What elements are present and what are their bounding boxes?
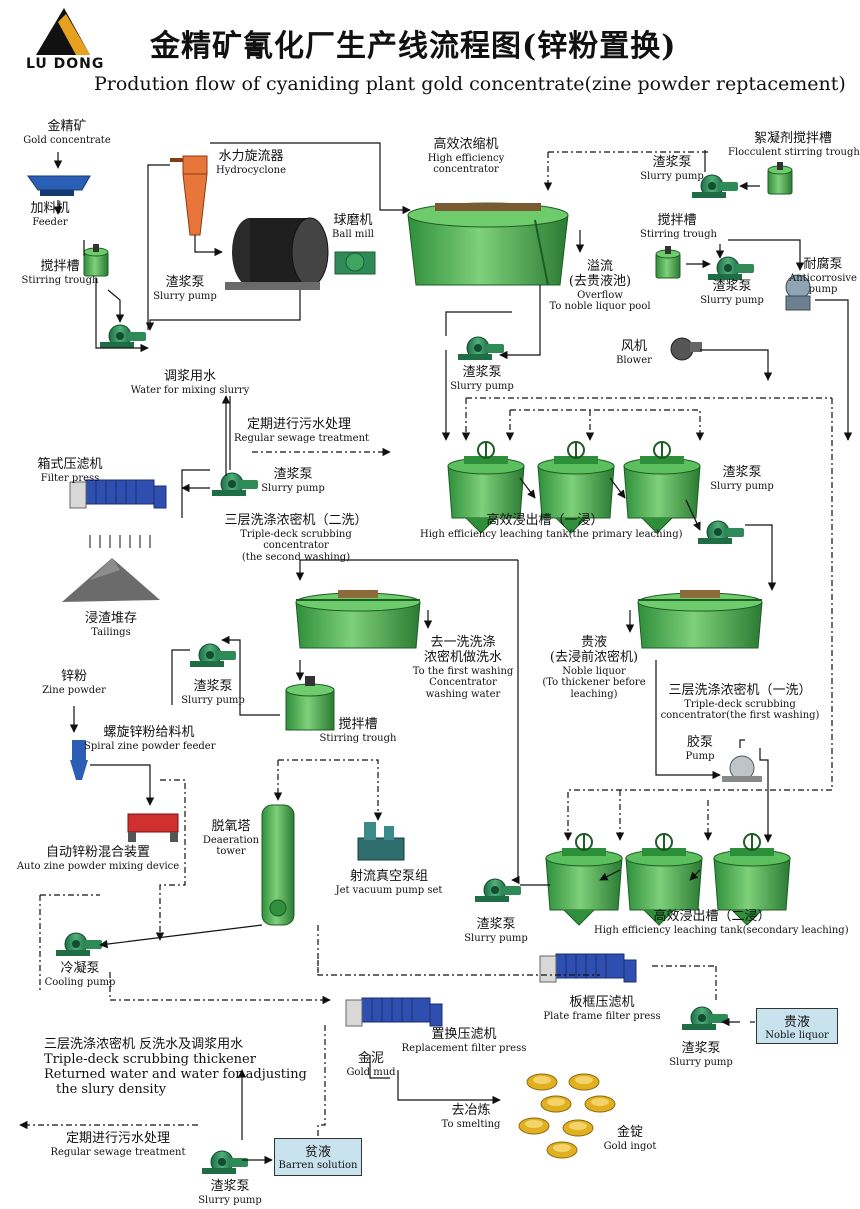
blower-icon [670, 337, 702, 361]
replacement-filter-press-icon [345, 997, 443, 1027]
blower-label: 风机 Blower [616, 339, 652, 366]
plate-filter-label: 板框压滤机 Plate frame filter press [543, 995, 661, 1022]
primary-leaching-label: 高效浸出槽（一浸） High efficiency leaching tank(… [420, 513, 683, 540]
slurry-pump-label-5: 渣浆泵 Slurry pump [710, 465, 774, 492]
slurry-pump-icon-7 [474, 878, 522, 903]
spiral-feeder-icon [70, 740, 88, 780]
second-washing-label: 三层洗涤浓密机（二洗） Triple-deck scrubbing concen… [224, 513, 368, 563]
page-title-en: Prodution flow of cyaniding plant gold c… [94, 73, 846, 95]
replacement-filter-label: 置换压滤机 Replacement filter press [401, 1027, 527, 1054]
jet-vacuum-icon [357, 822, 405, 861]
jet-vacuum-label: 射流真空泵组 Jet vacuum pump set [335, 869, 443, 896]
noble-liquor-box: 贵液 Noble liquor [756, 1008, 838, 1044]
hydrocyclone-icon [170, 155, 208, 236]
spiral-feeder-label: 螺旋锌粉给料机 Spiral zine powder feeder [84, 725, 216, 752]
slurry-pump-icon-9 [201, 1150, 249, 1175]
first-wash-water-label: 去一洗洗涤 浓密机做洗水 To the first washing Concen… [412, 635, 514, 700]
slurry-pump-icon-5 [697, 520, 745, 545]
slurry-pump-icon-8 [681, 1006, 729, 1031]
slurry-pump-label-7: 渣浆泵 Slurry pump [464, 917, 528, 944]
slurry-pump-icon-4 [211, 472, 259, 497]
deaeration-tower-icon [261, 804, 295, 926]
page-title-cn: 金精矿氰化厂生产线流程图(锌粉置换) [150, 29, 677, 64]
slurry-pump-label-2: 渣浆泵 Slurry pump [700, 279, 764, 306]
filter-press-label: 箱式压滤机 Filter press [37, 457, 103, 484]
stirring-trough-label-1: 搅拌槽 Stirring trough [21, 259, 99, 286]
stirring-trough-label-2: 搅拌槽 Stirring trough [640, 213, 717, 240]
slurry-pump-label-3: 渣浆泵 Slurry pump [450, 365, 514, 392]
hydrocyclone-label: 水力旋流器 Hydrocyclone [216, 149, 286, 176]
stirring-trough-icon-2 [655, 245, 681, 279]
tailings-heap-icon [62, 558, 160, 602]
slurry-pump-icon-6 [189, 643, 237, 668]
lu-dong-logo [36, 8, 90, 55]
slurry-pump-icon-2 [707, 256, 755, 281]
slurry-pump-icon-1 [99, 324, 147, 349]
slurry-pump-label-4: 渣浆泵 Slurry pump [261, 467, 325, 494]
glue-pump-icon [722, 755, 762, 782]
flocculent-label: 絮凝剂搅拌槽 Flocculent stirring trough [728, 131, 860, 158]
stirring-trough-icon-3 [285, 676, 335, 731]
cooling-pump-label: 冷凝泵 Cooling pump [44, 961, 116, 988]
logo-text: LU DONG [26, 56, 105, 72]
concentrator-label: 高效浓缩机 High efficiency concentrator [427, 137, 505, 176]
flow-lines-dashed [19, 151, 833, 1140]
thickener-return-label: 三层洗涤浓密机 反洗水及调浆用水 Triple-deck scrubbing t… [44, 1037, 307, 1097]
deaeration-label: 脱氧塔 Deaeration tower [202, 819, 260, 858]
cooling-pump-icon [55, 932, 103, 957]
concentrator-icon [407, 202, 569, 286]
anticorrosive-pump-icon [785, 274, 811, 311]
anticorrosive-label: 耐腐泵 Anticorrosive pump [789, 257, 857, 296]
zinc-powder-label: 锌粉 Zine powder [42, 669, 106, 696]
glue-pump-label: 胶泵 Pump [685, 735, 715, 762]
secondary-leaching-label: 高效浸出槽（二浸） High efficiency leaching tank(… [594, 909, 849, 936]
second-washing-thickener [295, 589, 421, 649]
first-washing-label: 三层洗涤浓密机（一洗） Triple-deck scrubbing concen… [660, 683, 820, 722]
sewage-label-1: 定期进行污水处理 Regular sewage treatment [234, 417, 370, 444]
mixing-water-label: 调浆用水 Water for mixing slurry [130, 369, 250, 396]
vibrating-feeder [27, 175, 91, 196]
gold-ingot-label: 金锭 Gold ingot [603, 1125, 657, 1152]
flow-lines-solid [53, 142, 853, 1165]
first-washing-thickener [637, 589, 763, 649]
down-arrows [89, 535, 151, 548]
slurry-pump-label-9: 渣浆泵 Slurry pump [198, 1179, 262, 1206]
auto-mixing-device-icon [127, 813, 179, 842]
slurry-pump-icon-3 [457, 336, 505, 361]
flocculent-trough-icon [767, 161, 793, 195]
smelting-label: 去冶炼 To smelting [441, 1103, 501, 1130]
tailings-label: 浸渣堆存 Tailings [84, 611, 137, 638]
ball-mill-label: 球磨机 Ball mill [332, 213, 374, 240]
feeder-label: 加料机 Feeder [30, 201, 70, 228]
slurry-pump-label-6: 渣浆泵 Slurry pump [181, 679, 245, 706]
slurry-pump-label-8: 渣浆泵 Slurry pump [669, 1041, 733, 1068]
plate-filter-press-icon [539, 953, 637, 983]
noble-liquor-label: 贵液 (去浸前浓密机) Noble liquor (To thickener b… [542, 635, 646, 700]
gold-mud-label: 金泥 Gold mud [346, 1051, 396, 1078]
sewage-label-2: 定期进行污水处理 Regular sewage treatment [50, 1131, 186, 1158]
overflow-label: 溢流 (去贵液池) Overflow To noble liquor pool [549, 259, 651, 313]
slurry-pump-label-floc: 渣浆泵 Slurry pump [640, 155, 704, 182]
gold-concentrate-label: 金精矿 Gold concentrate [23, 119, 111, 146]
ball-mill-icon [225, 217, 376, 290]
slurry-pump-label-1: 渣浆泵 Slurry pump [153, 275, 217, 302]
stirring-trough-label-3: 搅拌槽 Stirring trough [319, 717, 397, 744]
auto-mixing-label: 自动锌粉混合装置 Auto zine powder mixing device [16, 845, 180, 872]
barren-solution-box: 贫液 Barren solution [274, 1138, 362, 1176]
